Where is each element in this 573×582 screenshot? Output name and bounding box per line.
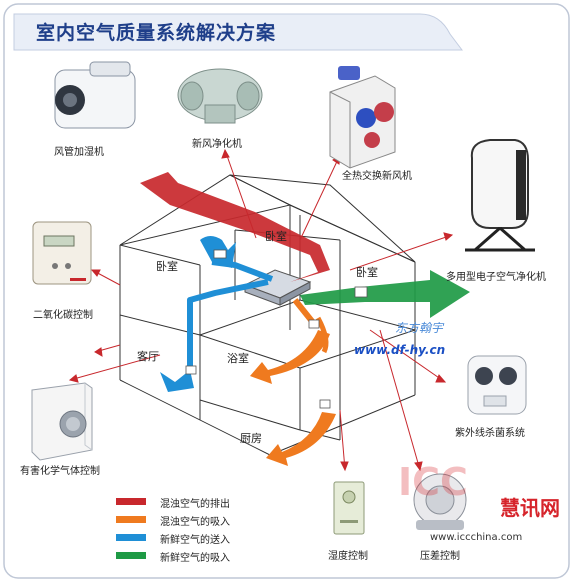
legend-swatch-return [116,516,146,523]
supply-arrow-living [160,370,194,392]
label-duct-humidifier: 风管加湿机 [54,147,104,158]
uv-sterilizer-icon [467,355,527,415]
room-bedroom-right: 卧室 [356,266,378,279]
legend-label-return: 混浊空气的吸入 [160,517,230,528]
multi-air-purifier-icon [465,139,535,252]
icc-logo: ICC [398,460,468,504]
logo-text: 慧讯网 [500,496,560,520]
watermark-brand: 东方翰宇 [395,321,444,335]
label-uv-sterilizer: 紫外线杀菌系统 [455,428,525,439]
return-arrow-kitchen [266,412,336,466]
legend-swatch-exhaust [116,498,146,505]
fresh-air-purifier-icon [177,68,263,124]
label-humidity-control: 湿度控制 [328,551,368,562]
room-kitchen: 厨房 [240,432,262,445]
label-multi-air-purifier: 多用型电子空气净化机 [446,272,546,283]
co2-control-icon [32,221,92,285]
label-co2-control: 二氧化碳控制 [33,310,93,321]
title-banner [13,13,463,51]
logo-site: www.iccchina.com [430,532,523,543]
room-bedroom-top: 卧室 [265,230,287,243]
watermark-site: www.df-hy.cn [354,343,446,357]
label-fresh-air-purifier: 新风净化机 [192,139,242,150]
legend-swatch-supply [116,534,146,541]
house-wireframe [119,174,416,456]
legend-swatch-intake [116,552,146,559]
humidity-control-icon [333,481,365,535]
fresh-intake-arrow [300,270,470,318]
return-arrow-bathroom [250,330,330,384]
page-title: 室内空气质量系统解决方案 [36,22,277,44]
room-bedroom-left: 卧室 [156,260,178,273]
harmful-gas-control-icon [31,382,93,461]
label-heat-exchange-ventilator: 全热交换新风机 [342,171,412,182]
svg-text:ICC: ICC [398,460,468,504]
label-pressure-control: 压差控制 [420,551,460,562]
heat-exchange-ventilator-icon [329,66,396,169]
legend-label-supply: 新鲜空气的送入 [160,535,230,546]
room-living: 客厅 [137,350,159,363]
room-bathroom: 浴室 [227,352,249,365]
pressure-control-icon [413,473,467,530]
legend-label-exhaust: 混浊空气的排出 [160,499,230,510]
duct-humidifier-icon [54,61,136,129]
label-harmful-gas-control: 有害化学气体控制 [20,466,100,477]
legend-label-intake: 新鲜空气的吸入 [160,553,230,564]
exhaust-air-arrow [140,172,330,282]
